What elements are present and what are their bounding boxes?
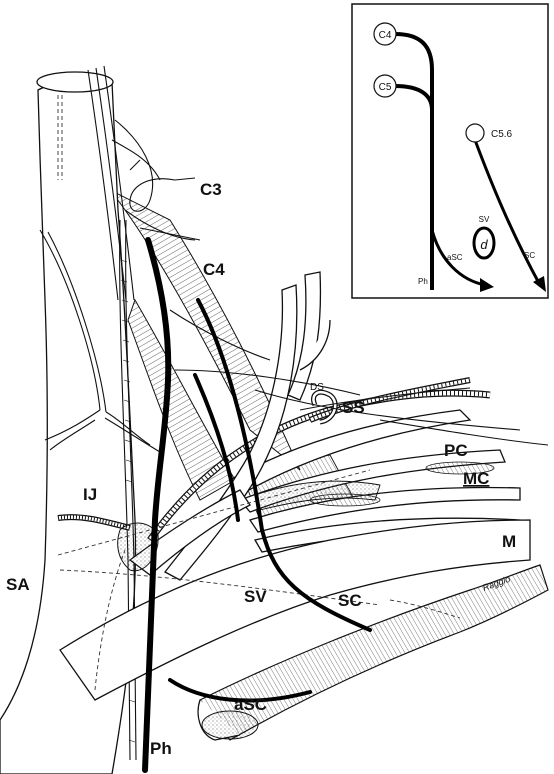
label-ij: IJ — [83, 485, 97, 504]
label-ph: Ph — [150, 739, 172, 758]
inset-label-c4: C4 — [379, 30, 392, 41]
inset-schematic: C4 C5 C5.6 SV d aSC SC Ph — [352, 4, 548, 298]
label-m: M — [502, 532, 516, 551]
inset-label-asc: aSC — [447, 253, 463, 262]
label-pc: PC — [444, 441, 468, 460]
inset-label-d: d — [480, 237, 488, 252]
label-ss: SS — [342, 398, 365, 417]
label-sc: SC — [338, 591, 362, 610]
inset-label-sv: SV — [479, 215, 490, 224]
label-asc: aSC — [234, 695, 267, 714]
label-ds: DS — [310, 382, 324, 393]
label-c3: C3 — [200, 180, 222, 199]
inset-label-ph: Ph — [418, 277, 428, 286]
label-mc: MC — [463, 469, 489, 488]
inset-label-sc: SC — [524, 251, 535, 260]
inset-label-c56: C5.6 — [491, 129, 513, 140]
node-c56 — [466, 124, 484, 142]
label-sv: SV — [244, 587, 267, 606]
label-c4: C4 — [203, 260, 225, 279]
inset-label-c5: C5 — [379, 82, 392, 93]
label-sa: SA — [6, 575, 30, 594]
